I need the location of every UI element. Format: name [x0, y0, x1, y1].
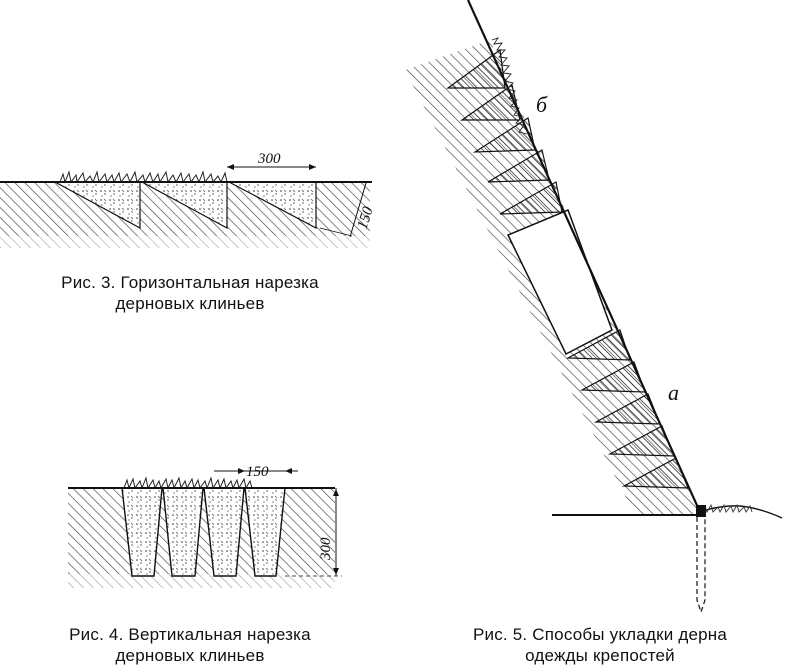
fig3-caption: Рис. 3. Горизонтальная нарезка дерновых …	[20, 272, 360, 314]
figure-3-horizontal-cutting: 300 150	[0, 151, 377, 250]
figure-5-sod-laying-methods: б а	[405, 0, 783, 614]
fig5-grass	[491, 37, 528, 135]
fig3-caption-line2: дерновых клиньев	[115, 294, 265, 313]
fig5-sod-wedge-b	[487, 149, 550, 183]
fig5-caption-line2: одежды крепостей	[525, 646, 675, 665]
fig5-label-a: а	[668, 380, 679, 405]
fig5-label-b: б	[536, 92, 548, 117]
fig3-caption-line1: Рис. 3. Горизонтальная нарезка	[61, 273, 319, 292]
fig5-base-grass	[699, 505, 783, 519]
fig4-caption-line2: дерновых клиньев	[115, 646, 265, 665]
fig5-sod-wedge-b	[460, 83, 521, 121]
fig3-grass	[59, 170, 228, 184]
fig5-slope-surface-line	[466, 0, 702, 513]
fig5-stake-dashed	[696, 517, 706, 614]
fig5-sod-wedge-b	[446, 48, 506, 89]
fig4-caption-line1: Рис. 4. Вертикальная нарезка	[69, 625, 311, 644]
fig5-anchor-stake	[696, 505, 706, 517]
fig4-width-dimension: 150	[246, 464, 269, 480]
fig5-caption-line1: Рис. 5. Способы укладки дерна	[473, 625, 727, 644]
fig5-sod-wedge-b	[472, 117, 536, 153]
fig5-empty-section	[506, 209, 613, 356]
fig5-sod-wedge-b	[499, 181, 563, 215]
fig4-caption: Рис. 4. Вертикальная нарезка дерновых кл…	[20, 624, 360, 666]
fig5-caption: Рис. 5. Способы укладки дерна одежды кре…	[420, 624, 780, 666]
fig4-grass	[123, 476, 253, 490]
fig4-depth-dimension: 300	[318, 537, 334, 561]
fig3-width-dimension: 300	[257, 151, 281, 167]
fig3-depth-dimension: 150	[355, 204, 377, 231]
figure-4-vertical-cutting: 150 300	[68, 464, 342, 590]
